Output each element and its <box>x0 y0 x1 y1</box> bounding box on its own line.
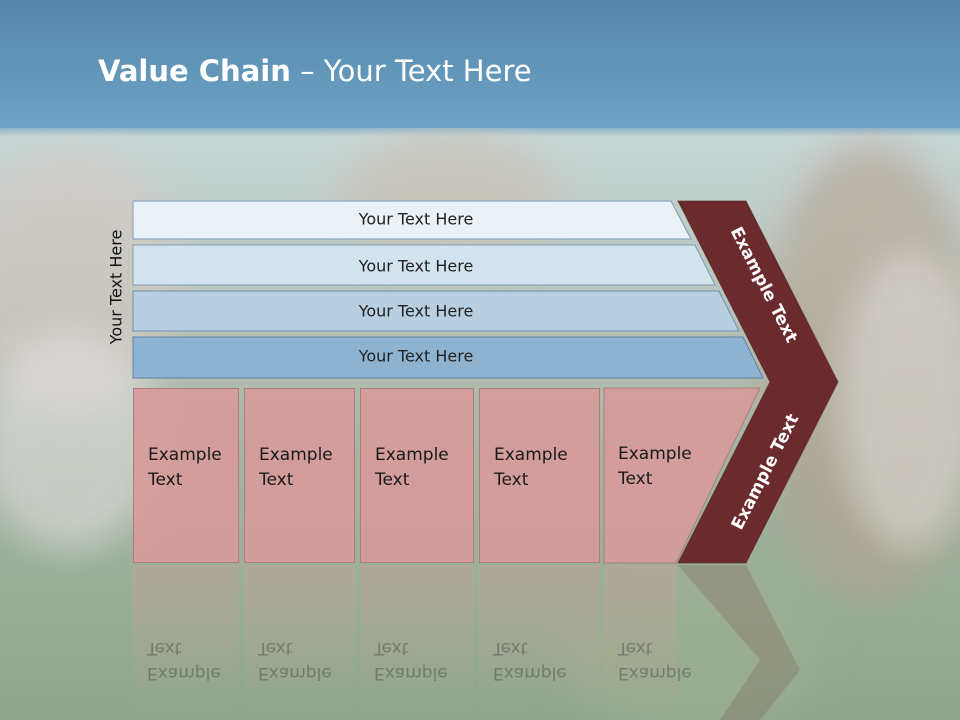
box-2-reflection-label: Example Text <box>258 638 332 683</box>
bar-2-shape <box>132 244 716 286</box>
box-4-reflection: Example Text <box>479 565 600 720</box>
box-3-reflection-label: Example Text <box>374 638 448 683</box>
box-3: Example Text <box>360 388 474 563</box>
box-2-label: Example Text <box>259 445 333 490</box>
chevron-reflection <box>678 565 800 720</box>
bar-4-shape <box>132 336 764 379</box>
box-2-reflection: Example Text <box>244 565 355 720</box>
bar-1-label: Your Text Here <box>358 209 474 229</box>
box-4: Example Text <box>479 388 600 563</box>
bar-1-shape <box>132 200 692 240</box>
bar-3-shape <box>132 290 740 332</box>
bar-2-label: Your Text Here <box>358 256 474 276</box>
box-5-shape <box>603 387 761 564</box>
slide-title: Value Chain – Your Text Here <box>98 54 532 88</box>
box-5-reflection-label: Example Text <box>618 638 692 683</box>
header-band <box>0 0 960 128</box>
box-3-label: Example Text <box>375 445 449 490</box>
box-1-reflection: Example Text <box>133 565 239 720</box>
background-photo-shape <box>840 250 960 550</box>
box-2: Example Text <box>244 388 355 563</box>
box-4-reflection-label: Example Text <box>493 638 567 683</box>
box-5: Example Text <box>604 388 724 563</box>
title-bold: Value Chain <box>98 54 291 88</box>
box-1: Example Text <box>133 388 239 563</box>
background-photo-shape <box>560 560 820 720</box>
box-5-reflection: Example Text <box>604 565 692 720</box>
box-4-label: Example Text <box>494 445 568 490</box>
box-3-reflection: Example Text <box>360 565 474 720</box>
title-rest: – Your Text Here <box>290 54 532 88</box>
bar-3-label: Your Text Here <box>358 301 474 321</box>
box-1-reflection-label: Example Text <box>147 638 221 683</box>
chevron-arrow <box>677 200 839 564</box>
box-1-label: Example Text <box>148 445 222 490</box>
box-5-label: Example Text <box>618 444 692 489</box>
bar-4-label: Your Text Here <box>358 346 474 366</box>
